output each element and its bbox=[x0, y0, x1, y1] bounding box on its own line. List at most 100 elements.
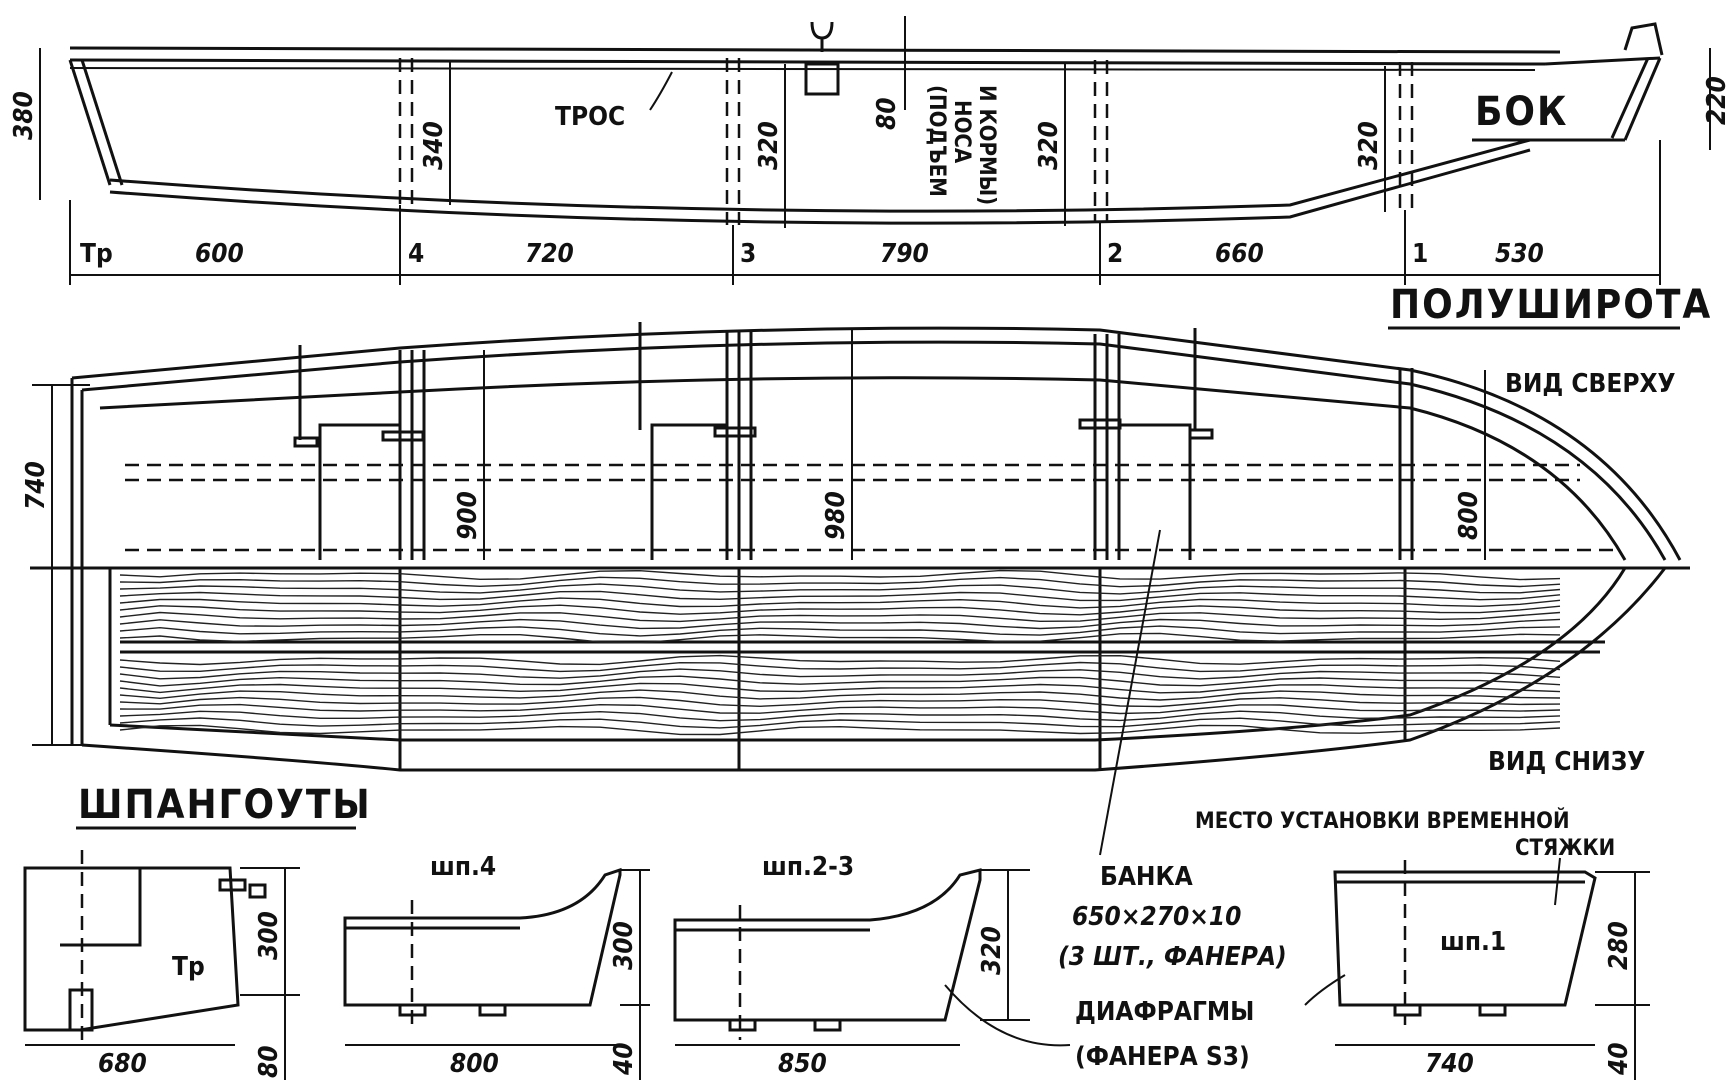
wood-grain-line bbox=[119, 703, 1561, 715]
temp-tie-note-1: МЕСТО УСТАНОВКИ ВРЕМЕННОЙ bbox=[1195, 808, 1570, 834]
station-tr: Тр bbox=[80, 239, 113, 269]
seat-note-3: (3 ШТ., ФАНЕРА) bbox=[1058, 942, 1287, 972]
wood-grain-line bbox=[119, 611, 1561, 623]
wood-grain-line bbox=[119, 597, 1561, 609]
side-bow-handle bbox=[1623, 22, 1664, 56]
dim-h4: 340 bbox=[419, 121, 449, 170]
wood-grain-line bbox=[119, 654, 1561, 666]
spacing-3-2: 790 bbox=[880, 239, 929, 269]
frame-tr-label: Тр bbox=[172, 952, 205, 982]
wood-grain-line bbox=[119, 604, 1561, 616]
lift-note-2: НОСА bbox=[949, 100, 974, 164]
wood-grain-line bbox=[119, 590, 1561, 602]
side-stem-inner bbox=[1610, 57, 1650, 139]
plan-bottom-inner bbox=[109, 567, 1627, 742]
diaphragm-note-2: (ФАНЕРА S3) bbox=[1075, 1042, 1250, 1072]
station-3: 3 bbox=[740, 239, 756, 269]
wood-grain-line bbox=[119, 583, 1561, 595]
rope-leader bbox=[649, 71, 673, 111]
frame-1-bottom: 40 bbox=[1604, 1042, 1634, 1076]
dim-beam-800: 800 bbox=[1454, 491, 1484, 540]
dim-lift: 80 bbox=[872, 97, 902, 130]
plan-view: 740 900 980 800 ВИД СВЕРХУ ВИД СНИЗУ bbox=[21, 322, 1690, 856]
top-view-title: ВИД СВЕРХУ bbox=[1505, 369, 1676, 399]
frame-tr bbox=[23, 850, 300, 1080]
frames-section: ШПАНГОУТЫ Тр 300 80 680 bbox=[23, 782, 1650, 1080]
frame-1-width: 740 bbox=[1425, 1049, 1474, 1079]
side-oarlock bbox=[804, 21, 840, 96]
wood-grain-line bbox=[119, 576, 1561, 588]
station-2: 2 bbox=[1107, 239, 1123, 269]
side-transom-inner bbox=[80, 59, 124, 186]
dim-bow-height: 220 bbox=[1702, 76, 1732, 125]
frame-1-label: шп.1 bbox=[1440, 927, 1506, 957]
frame-2-3-label: шп.2-3 bbox=[762, 852, 854, 882]
plan-seats bbox=[293, 418, 1214, 560]
spacing-tr-4: 600 bbox=[195, 239, 244, 269]
seat-note-1: БАНКА bbox=[1100, 862, 1193, 892]
wood-grain-line bbox=[119, 661, 1561, 673]
frame-tr-height: 300 bbox=[254, 911, 284, 960]
dim-h2: 320 bbox=[1034, 121, 1064, 170]
wood-grain-line bbox=[119, 689, 1561, 701]
side-stem bbox=[1623, 57, 1662, 141]
diaphragm-note-1: ДИАФРАГМЫ bbox=[1075, 997, 1254, 1027]
wood-grain-line bbox=[119, 569, 1561, 581]
wood-grain-line bbox=[119, 625, 1561, 637]
dim-h1: 320 bbox=[1354, 121, 1384, 170]
diaphragm-leader-1 bbox=[944, 984, 1071, 1047]
wood-grain-line bbox=[119, 632, 1561, 644]
temp-tie-note-2: СТЯЖКИ bbox=[1515, 836, 1615, 861]
side-title: БОК bbox=[1475, 89, 1568, 135]
side-transom bbox=[68, 59, 112, 186]
half-breadth-title: ПОЛУШИРОТА bbox=[1390, 282, 1712, 328]
side-keel-outer bbox=[109, 148, 1531, 225]
seat-note-2: 650×270×10 bbox=[1072, 902, 1241, 932]
plan-oarlocks bbox=[298, 322, 1197, 440]
dim-overall-width: 740 bbox=[21, 461, 51, 510]
dim-h3: 320 bbox=[754, 121, 784, 170]
wood-grain-line bbox=[119, 668, 1561, 680]
station-4: 4 bbox=[408, 239, 424, 269]
spacing-2-1: 660 bbox=[1215, 239, 1264, 269]
frame-1 bbox=[1333, 860, 1650, 1080]
plan-top-inner2 bbox=[99, 376, 1627, 561]
frame-4 bbox=[343, 867, 650, 1080]
wood-grain-line bbox=[119, 717, 1561, 729]
wood-grain-line bbox=[119, 675, 1561, 687]
plan-top-inner1 bbox=[81, 340, 1667, 561]
lift-note-3: И КОРМЫ) bbox=[974, 85, 999, 205]
seat-leader bbox=[1099, 529, 1161, 856]
frame-4-width: 800 bbox=[450, 1049, 499, 1079]
wood-grain-line bbox=[119, 710, 1561, 722]
frames-title: ШПАНГОУТЫ bbox=[78, 782, 372, 828]
frame-1-height: 280 bbox=[1604, 921, 1634, 970]
rope-label: ТРОС bbox=[555, 102, 625, 132]
spacing-4-3: 720 bbox=[525, 239, 574, 269]
bottom-view-title: ВИД СНИЗУ bbox=[1488, 747, 1645, 777]
side-sheer-inner bbox=[69, 58, 1546, 66]
wood-grain-line bbox=[119, 696, 1561, 708]
lift-note-1: (ПОДЪЕМ bbox=[924, 85, 949, 197]
dim-beam-900: 900 bbox=[453, 491, 483, 540]
side-sheer-top bbox=[69, 46, 1561, 54]
side-keel-line bbox=[109, 138, 1531, 213]
side-bow-sheer bbox=[1544, 56, 1661, 66]
frame-2-3 bbox=[673, 868, 1030, 1046]
wood-grain-line bbox=[119, 618, 1561, 630]
frame-4-bottom: 40 bbox=[609, 1042, 639, 1076]
plan-frames bbox=[398, 330, 1414, 560]
plan-top-outer bbox=[71, 326, 1682, 561]
dim-stern-height: 380 bbox=[9, 91, 39, 140]
dim-beam-980: 980 bbox=[821, 491, 851, 540]
side-sheer-rope bbox=[69, 67, 1536, 71]
side-view: 380 220 80 340 320 320 320 (ПОДЪЕМ НОСА … bbox=[9, 16, 1732, 330]
frame-tr-bottom: 80 bbox=[254, 1045, 284, 1078]
wood-grain-line bbox=[119, 724, 1561, 736]
wood-grain bbox=[119, 569, 1561, 736]
station-1: 1 bbox=[1412, 239, 1428, 269]
spacing-1-bow: 530 bbox=[1495, 239, 1544, 269]
frame-tr-width: 680 bbox=[98, 1049, 147, 1079]
temp-tie-leader bbox=[1554, 857, 1561, 906]
